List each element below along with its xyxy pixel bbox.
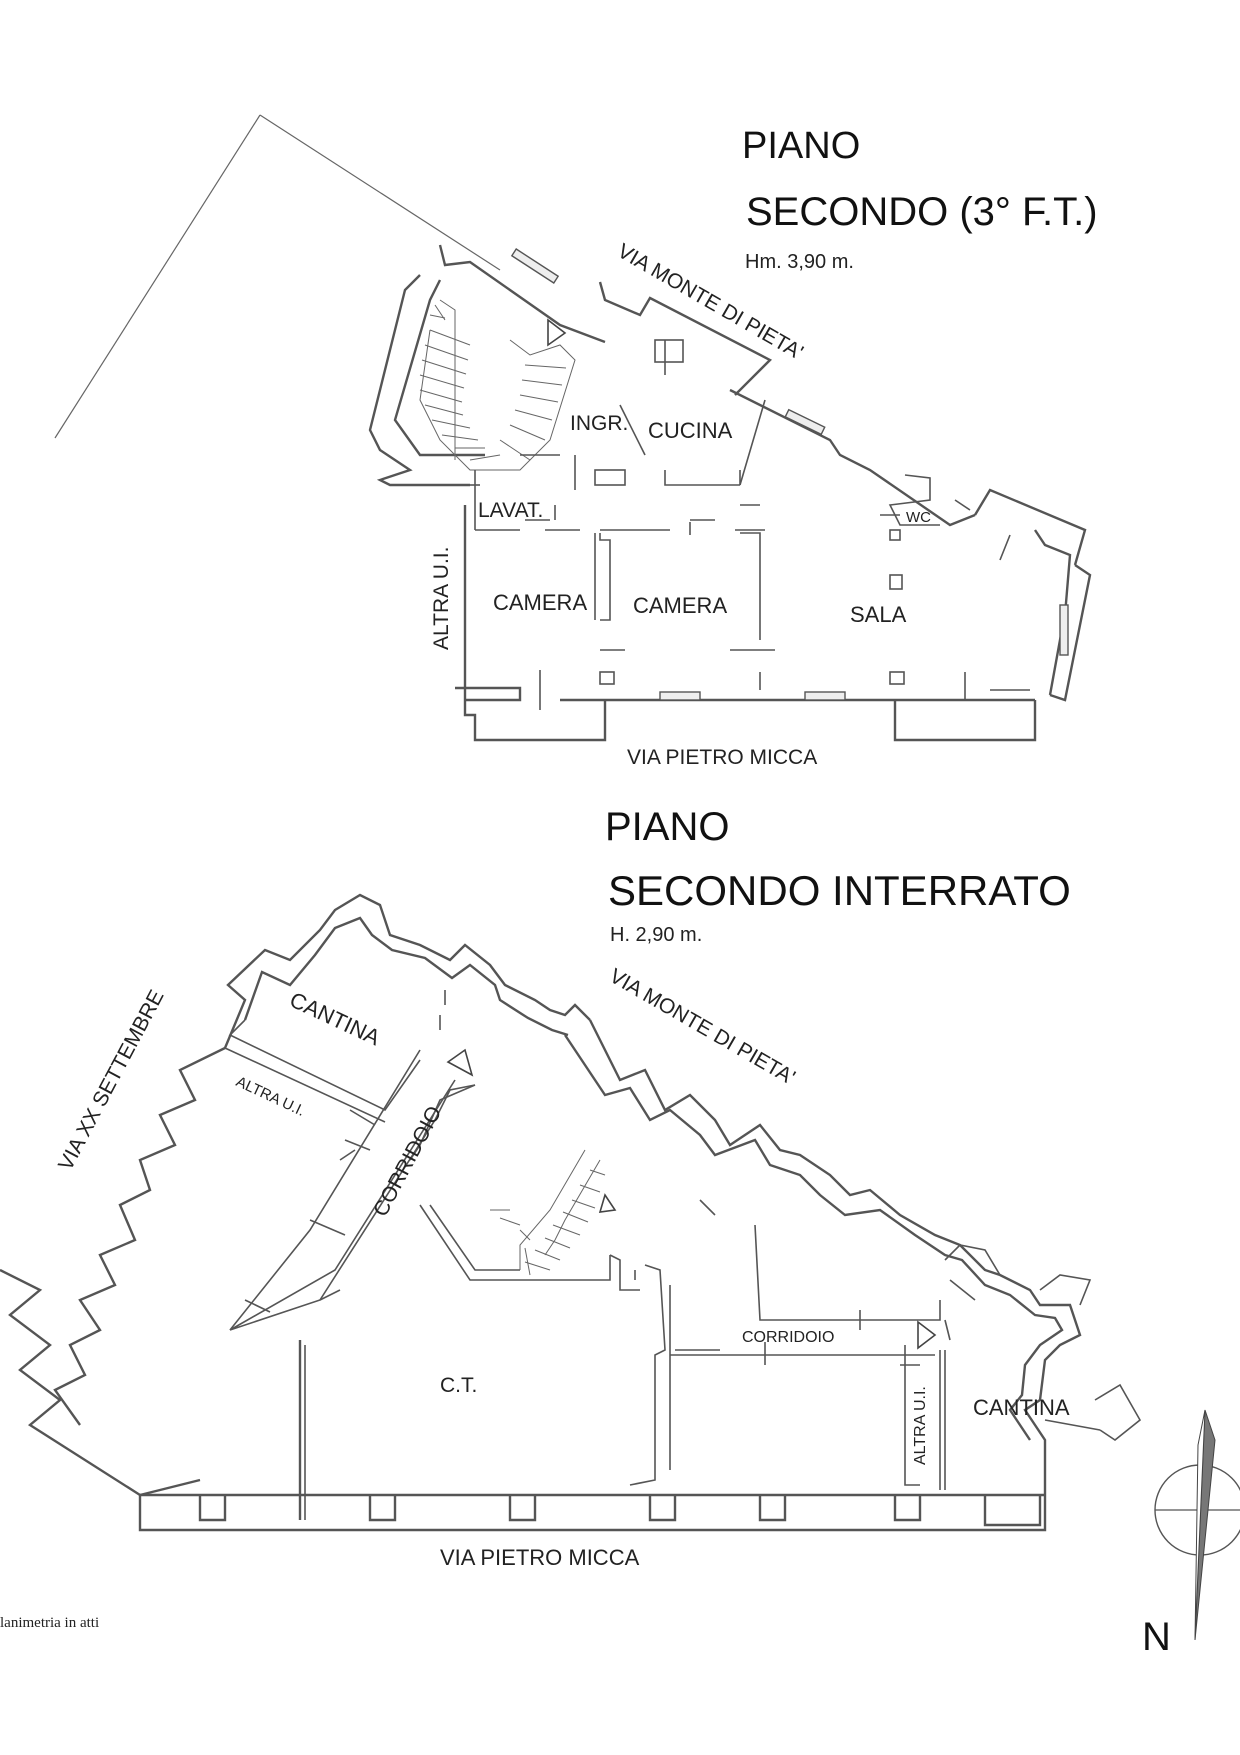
room-corridoio-2: CORRIDOIO — [742, 1329, 834, 1346]
north-compass-icon — [1154, 1409, 1240, 1641]
room-ingresso: INGR. — [570, 412, 628, 435]
lower-title-line1: PIANO — [605, 805, 729, 849]
room-ct: C.T. — [440, 1374, 477, 1397]
staircase-upper — [419, 299, 576, 471]
upper-title-line1: PIANO — [742, 125, 860, 167]
north-label: N — [1142, 1615, 1171, 1659]
lower-street-bottom: VIA PIETRO MICCA — [440, 1545, 640, 1570]
room-wc: WC — [906, 509, 931, 526]
staircase-lower — [490, 1149, 617, 1276]
footer-note: lanimetria in atti — [0, 1615, 99, 1631]
lower-title-line2: SECONDO INTERRATO — [608, 867, 1071, 914]
lower-height-note: H. 2,90 m. — [610, 924, 702, 946]
lower-street-top: VIA MONTE DI PIETA' — [606, 964, 800, 1089]
upper-title-line2: SECONDO (3° F.T.) — [746, 190, 1098, 234]
upper-height-note: Hm. 3,90 m. — [745, 251, 854, 273]
entrance-arrow-upper — [547, 318, 567, 347]
lower-street-left: VIA XX SETTEMBRE — [54, 986, 169, 1174]
room-altra-ui-lower-2: ALTRA U.I. — [912, 1386, 929, 1465]
room-sala: SALA — [850, 602, 907, 627]
room-camera-2: CAMERA — [633, 593, 727, 618]
room-camera-1: CAMERA — [493, 590, 587, 615]
corridor-arrow — [917, 1320, 937, 1350]
upper-floor-plan — [54, 114, 1092, 742]
entrance-arrow-lower — [446, 1048, 474, 1077]
room-altra-ui-upper: ALTRA U.I. — [430, 547, 453, 650]
room-cantina-2: CANTINA — [973, 1395, 1070, 1420]
upper-street-bottom: VIA PIETRO MICCA — [627, 746, 817, 769]
room-cantina-1: CANTINA — [286, 987, 384, 1051]
room-cucina: CUCINA — [648, 418, 733, 443]
room-lavat: LAVAT. — [478, 499, 543, 522]
lower-floor-plan — [0, 893, 1142, 1532]
